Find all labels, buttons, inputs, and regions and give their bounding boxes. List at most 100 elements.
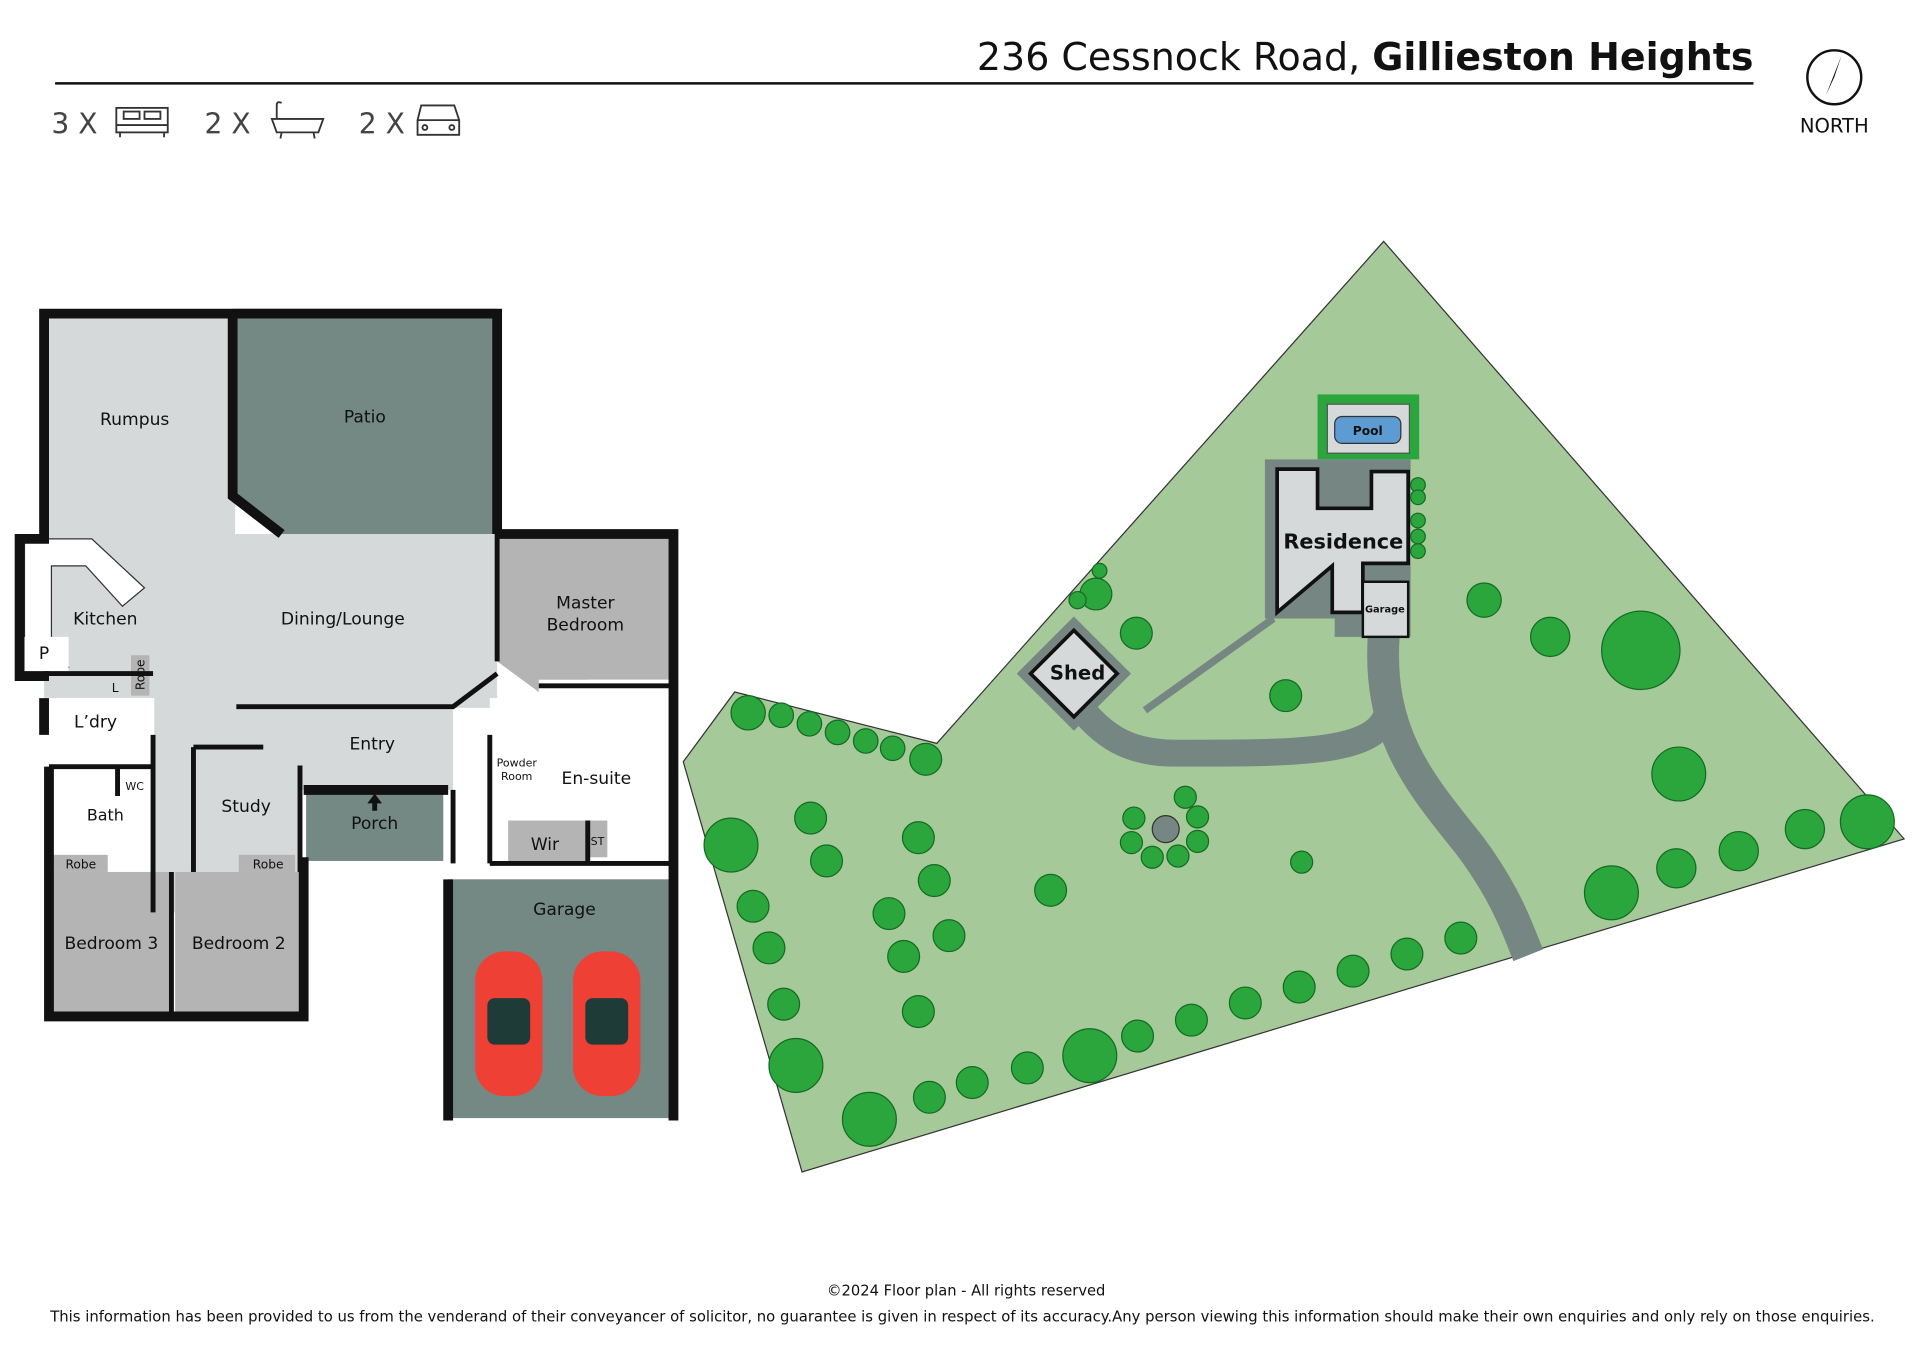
room-laundry — [44, 698, 155, 767]
label-site-garage: Garage — [1365, 604, 1405, 615]
tree — [703, 817, 759, 873]
tree — [872, 897, 906, 931]
label-laundry: L’dry — [74, 712, 117, 732]
header: 236 Cessnock Road, Gillieston Heights 3 … — [51, 35, 1868, 141]
tree — [1290, 850, 1314, 874]
tree — [1656, 848, 1697, 889]
tree — [1466, 582, 1502, 618]
tree — [796, 710, 823, 737]
label-wc: WC — [125, 780, 144, 793]
tree — [1282, 970, 1316, 1004]
label-wir: Wir — [531, 835, 560, 855]
room-powder — [489, 698, 542, 819]
tree — [852, 728, 879, 754]
room-master-bedroom — [497, 534, 672, 692]
tree — [1166, 844, 1190, 868]
room-dining-lounge — [44, 534, 498, 913]
compass-label: NORTH — [1800, 114, 1869, 137]
address-title: 236 Cessnock Road, Gillieston Heights — [977, 35, 1754, 79]
tree — [917, 864, 951, 898]
label-powder-2: Room — [501, 770, 532, 783]
pool — [1334, 415, 1402, 445]
tree — [768, 1037, 824, 1093]
bath-icon — [270, 101, 325, 139]
tree — [1601, 610, 1681, 691]
tree — [1173, 785, 1197, 809]
tree — [1410, 543, 1426, 560]
tree — [1839, 794, 1895, 850]
tree — [1185, 829, 1210, 853]
tree — [1140, 845, 1164, 869]
tree — [1410, 512, 1426, 529]
tree — [768, 702, 795, 729]
label-pantry: P — [39, 644, 49, 664]
tree — [912, 1080, 946, 1114]
copyright: ©2024 Floor plan - All rights reserved — [827, 1283, 1106, 1300]
floor-plan: Rumpus Patio Kitchen P Dining/Lounge Mas… — [14, 308, 679, 1121]
tree — [909, 742, 943, 776]
site-plan: Pool Residence Garage Shed — [682, 240, 1906, 1173]
room-bedroom2 — [175, 871, 303, 1012]
room-storage — [587, 820, 608, 858]
label-rumpus: Rumpus — [100, 410, 169, 430]
tree — [1010, 1051, 1044, 1085]
label-ensuite: En-suite — [562, 769, 632, 789]
label-bath: Bath — [87, 806, 124, 825]
tree — [887, 939, 921, 973]
bed-icon — [115, 106, 169, 138]
address-street: 236 Cessnock Road, — [977, 35, 1372, 79]
tree — [1068, 590, 1087, 610]
tree — [1784, 808, 1826, 850]
room-patio — [232, 308, 498, 535]
tree — [1174, 1003, 1208, 1037]
label-robe-vertical: Robe — [133, 659, 147, 690]
tree — [794, 801, 828, 835]
label-study: Study — [221, 797, 270, 817]
tree — [1122, 806, 1146, 830]
driveway — [1367, 635, 1543, 962]
label-pool: Pool — [1353, 424, 1383, 438]
trees — [703, 477, 1895, 1147]
label-dining-lounge: Dining/Lounge — [281, 610, 405, 630]
room-pantry — [24, 636, 69, 672]
label-bedroom2: Bedroom 2 — [192, 934, 286, 954]
address-suburb: Gillieston Heights — [1372, 35, 1753, 79]
label-robe-study: Robe — [253, 857, 284, 871]
tree — [736, 889, 770, 923]
room-study — [193, 747, 302, 872]
label-bedroom3: Bedroom 3 — [65, 934, 159, 954]
tree — [901, 821, 935, 855]
room-rumpus — [44, 313, 236, 535]
tree — [1410, 489, 1426, 506]
label-powder-1: Powder — [497, 757, 538, 770]
car-icon — [416, 104, 461, 136]
tree — [1530, 616, 1571, 658]
car-count: 2 X — [359, 108, 405, 141]
path-to-shed — [1142, 615, 1276, 714]
tree — [810, 844, 844, 878]
tree — [767, 987, 801, 1021]
bathroom-count: 2 X — [204, 108, 250, 141]
driveway-branch — [1067, 695, 1399, 767]
room-wir — [508, 820, 588, 865]
label-storage: ST — [591, 835, 605, 848]
fire-pit — [1151, 815, 1180, 844]
bedroom-count: 3 X — [51, 108, 97, 141]
site-garage — [1361, 580, 1410, 639]
tree — [1185, 805, 1210, 829]
label-master-1: Master — [556, 594, 615, 614]
exterior-walls — [14, 308, 679, 1121]
tree — [1444, 921, 1478, 955]
compass-icon — [1806, 49, 1863, 106]
tree — [1651, 746, 1707, 802]
tree — [824, 719, 851, 746]
robe-study — [238, 854, 296, 872]
label-robe-bath: Robe — [65, 857, 96, 871]
entry-arrow-icon — [367, 793, 383, 811]
tree — [901, 995, 935, 1029]
label-kitchen: Kitchen — [73, 610, 137, 630]
label-patio: Patio — [344, 408, 386, 428]
car-right — [573, 951, 641, 1097]
interior-walls — [44, 534, 672, 1012]
